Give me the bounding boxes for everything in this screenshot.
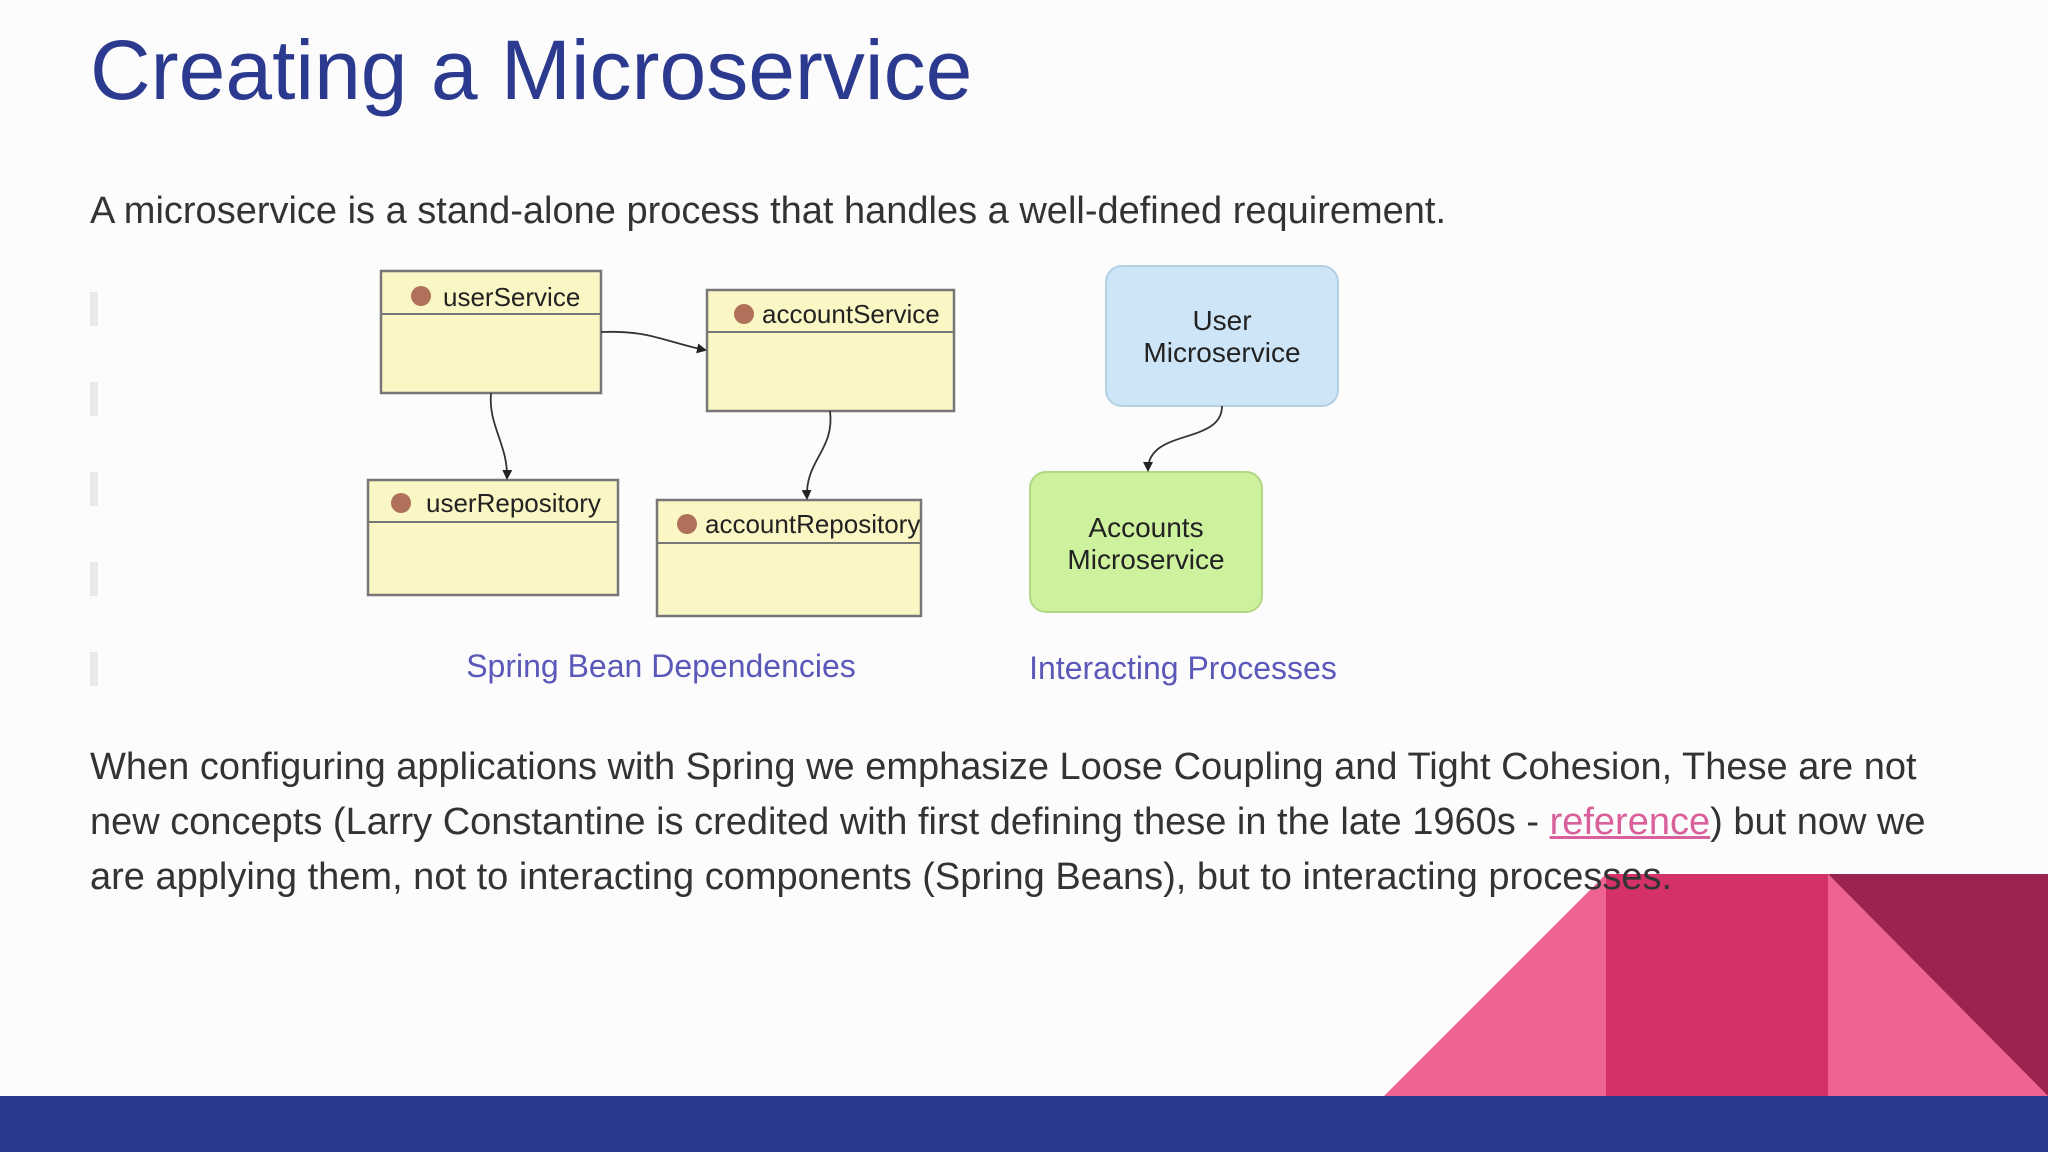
bean-label: userService	[443, 282, 580, 312]
caption-spring-bean-dependencies: Spring Bean Dependencies	[466, 648, 856, 684]
intro-text: A microservice is a stand-alone process …	[90, 190, 1447, 232]
body-text-part2: ) but now we are applying them, not to i…	[90, 801, 1926, 898]
bean-label: userRepository	[426, 488, 601, 518]
footer-bar	[0, 1096, 2048, 1152]
body-text-part1: When configuring applications with Sprin…	[90, 746, 1917, 843]
process-label-line1: User	[1192, 305, 1251, 336]
bean-icon	[734, 304, 754, 324]
process-user-microservice: User Microservice	[1105, 265, 1339, 407]
process-accounts-microservice: Accounts Microservice	[1029, 471, 1263, 613]
bean-user-repository: userRepository	[366, 478, 620, 597]
bean-arrows	[489, 330, 832, 500]
bean-label: accountRepository	[705, 509, 920, 539]
bean-icon	[677, 514, 697, 534]
deco-triangle-dark	[1828, 874, 2048, 1096]
process-label-line2: Microservice	[1143, 337, 1300, 368]
process-arrow	[1143, 405, 1223, 472]
reference-link[interactable]: reference	[1549, 801, 1711, 843]
body-paragraph: When configuring applications with Sprin…	[90, 740, 1990, 905]
bean-label: accountService	[762, 299, 940, 329]
edge-marks	[90, 292, 98, 686]
bean-icon	[411, 286, 431, 306]
deco-block-mid	[1606, 874, 1828, 1096]
page-title: Creating a Microservice	[90, 23, 973, 117]
bean-icon	[391, 493, 411, 513]
bean-account-repository: accountRepository	[655, 498, 923, 618]
process-label-line2: Microservice	[1067, 544, 1224, 575]
process-label-line1: Accounts	[1088, 512, 1203, 543]
caption-interacting-processes: Interacting Processes	[1029, 650, 1337, 686]
deco-triangle-light	[1384, 874, 1606, 1096]
